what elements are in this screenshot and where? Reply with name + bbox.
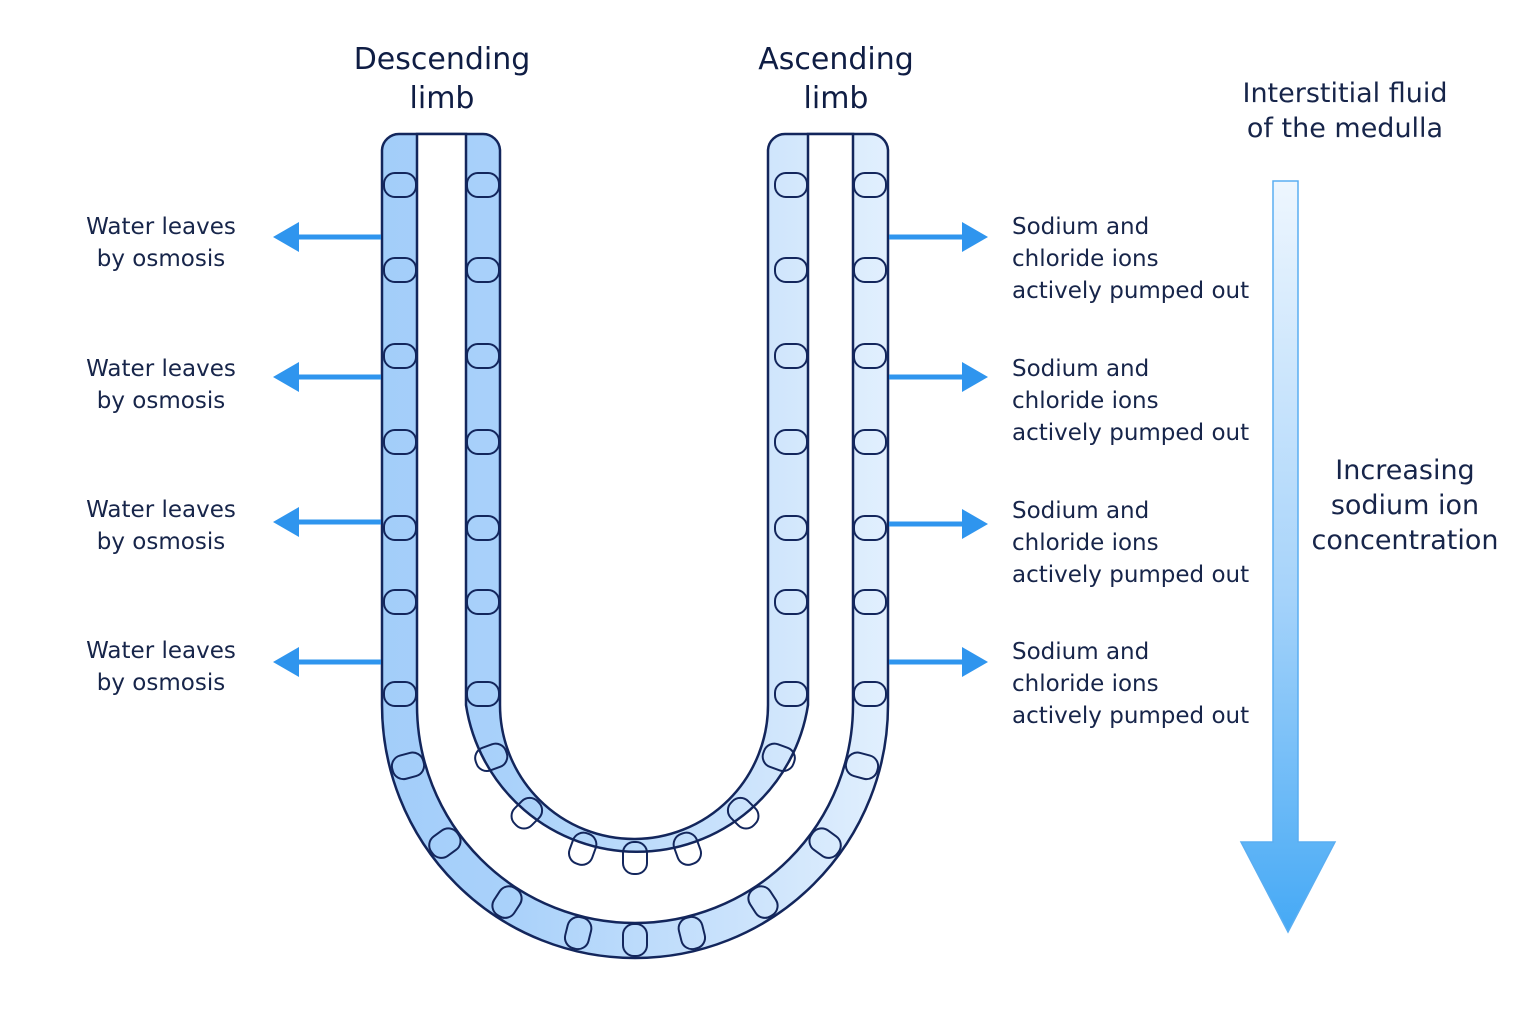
water-label: Water leaves by osmosis xyxy=(86,638,236,696)
descending-limb-title: Descending limb xyxy=(353,42,531,116)
epithelial-cell xyxy=(677,915,707,951)
epithelial-cell xyxy=(853,681,887,707)
epithelial-cell xyxy=(383,429,417,455)
epithelial-cell xyxy=(774,172,808,198)
ion-out-arrow xyxy=(889,509,988,539)
sodium-label: Sodium and chloride ions actively pumped… xyxy=(1012,639,1250,729)
epithelial-cell xyxy=(466,681,500,707)
interstitial-fluid-title: Interstitial fluid of the medulla xyxy=(1242,78,1448,144)
epithelial-cell xyxy=(383,681,417,707)
epithelial-cell xyxy=(774,257,808,283)
epithelial-cell xyxy=(774,515,808,541)
epithelial-cell xyxy=(383,343,417,369)
epithelial-cell xyxy=(853,343,887,369)
epithelial-cell xyxy=(853,429,887,455)
epithelial-cell xyxy=(808,827,842,859)
epithelial-cell xyxy=(672,831,703,866)
epithelial-cell xyxy=(383,589,417,615)
sodium-label: Sodium and chloride ions actively pumped… xyxy=(1012,214,1250,304)
epithelial-cell xyxy=(383,515,417,541)
epithelial-cell xyxy=(466,515,500,541)
water-out-arrow xyxy=(273,647,381,677)
epithelial-cell xyxy=(466,172,500,198)
epithelial-cell xyxy=(844,751,880,781)
transport-arrows xyxy=(273,222,988,677)
epithelial-cell xyxy=(466,343,500,369)
epithelial-cell xyxy=(774,681,808,707)
epithelial-cell xyxy=(474,742,509,773)
water-label: Water leaves by osmosis xyxy=(86,214,236,272)
epithelial-cell xyxy=(774,343,808,369)
epithelial-cell xyxy=(466,257,500,283)
epithelial-cell xyxy=(726,796,760,830)
epithelial-cell xyxy=(853,589,887,615)
epithelial-cell xyxy=(853,257,887,283)
epithelial-cell xyxy=(383,257,417,283)
epithelial-cell xyxy=(466,429,500,455)
sodium-label: Sodium and chloride ions actively pumped… xyxy=(1012,498,1250,588)
epithelial-cell xyxy=(428,827,462,859)
gradient-label: Increasing sodium ion concentration xyxy=(1311,455,1499,556)
tubule-cells xyxy=(383,172,887,957)
water-label: Water leaves by osmosis xyxy=(86,356,236,414)
water-out-arrow xyxy=(273,362,381,392)
sodium-label: Sodium and chloride ions actively pumped… xyxy=(1012,356,1250,446)
epithelial-cell xyxy=(491,885,523,919)
ion-out-arrow xyxy=(889,647,988,677)
epithelial-cell xyxy=(390,751,426,781)
tubule-wall xyxy=(380,132,890,960)
ion-out-arrow xyxy=(889,362,988,392)
epithelial-cell xyxy=(774,589,808,615)
epithelial-cell xyxy=(567,831,598,866)
concentration-gradient-arrow xyxy=(1239,180,1337,934)
tubule-lumen xyxy=(415,132,855,925)
epithelial-cell xyxy=(853,515,887,541)
water-out-arrow xyxy=(273,507,381,537)
epithelial-cell xyxy=(622,841,648,875)
epithelial-cell xyxy=(853,172,887,198)
epithelial-cell xyxy=(510,796,544,830)
epithelial-cell xyxy=(466,589,500,615)
epithelial-cell xyxy=(761,742,796,773)
water-label: Water leaves by osmosis xyxy=(86,497,236,555)
epithelial-cell xyxy=(747,885,779,919)
epithelial-cell xyxy=(622,923,648,957)
epithelial-cell xyxy=(383,172,417,198)
epithelial-cell xyxy=(774,429,808,455)
ion-out-arrow xyxy=(889,222,988,252)
epithelial-cell xyxy=(563,915,593,951)
ascending-limb-title: Ascending limb xyxy=(758,42,914,116)
water-out-arrow xyxy=(273,222,381,252)
